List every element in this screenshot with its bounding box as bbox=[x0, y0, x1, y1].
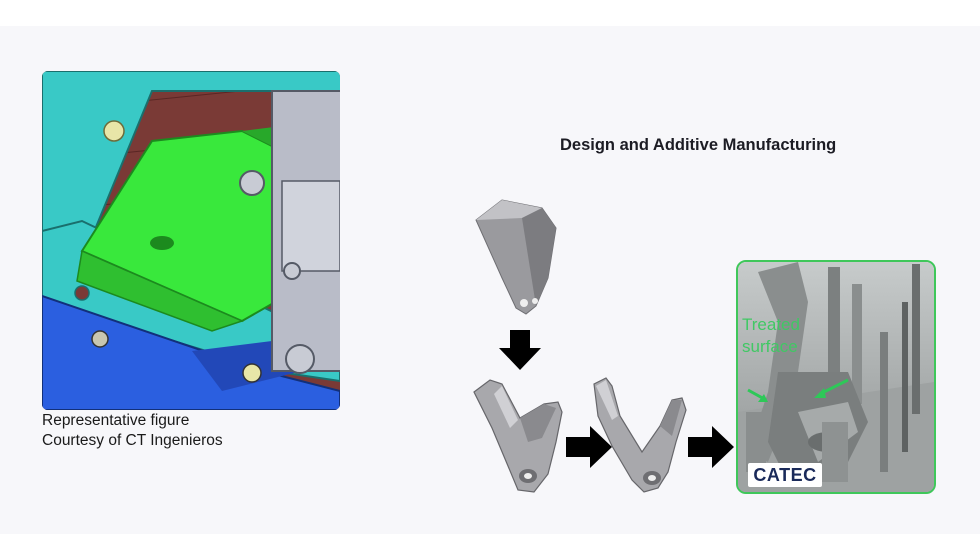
annotation-line-1: Treated bbox=[742, 315, 800, 334]
caption-line-1: Representative figure bbox=[42, 412, 190, 429]
cad-figure bbox=[42, 71, 340, 410]
manufactured-parts-photo bbox=[736, 260, 936, 494]
section-title: Design and Additive Manufacturing bbox=[560, 136, 837, 154]
treated-surface-annotation: Treated surface bbox=[742, 314, 800, 358]
figure-caption: Representative figure Courtesy of CT Ing… bbox=[42, 411, 223, 451]
caption-line-2: Courtesy of CT Ingenieros bbox=[42, 432, 223, 449]
designed-part-image-1 bbox=[473, 379, 563, 493]
annotation-line-2: surface bbox=[742, 337, 798, 356]
designed-part-image-2 bbox=[593, 377, 687, 493]
right-arrow-icon bbox=[688, 426, 734, 468]
down-arrow-icon bbox=[499, 330, 541, 370]
optimized-part-image bbox=[475, 199, 557, 315]
right-arrow-icon bbox=[566, 426, 612, 468]
catec-logo: CATEC bbox=[748, 463, 822, 487]
